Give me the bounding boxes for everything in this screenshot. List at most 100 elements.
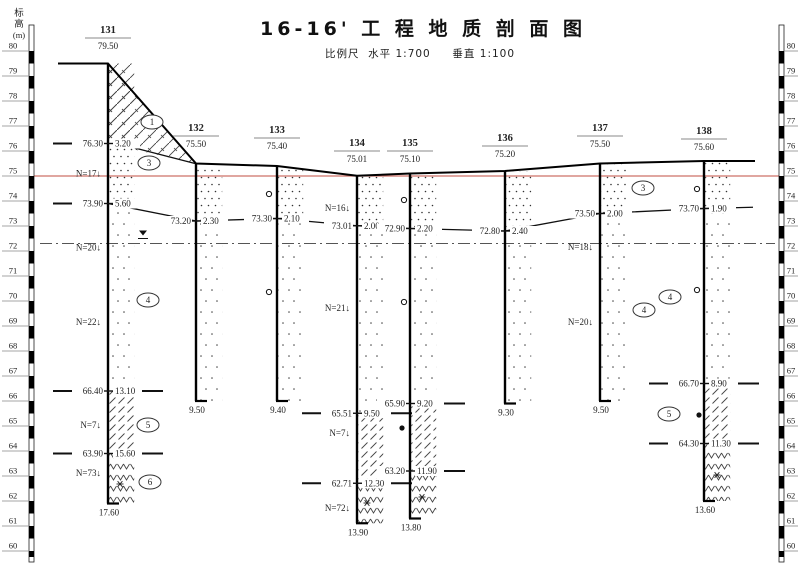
- borehole-surface-elev-136: 75.20: [495, 149, 516, 159]
- elevation-axis-left-tick-label: 75: [9, 166, 18, 176]
- borehole-id-134: 134: [349, 138, 366, 149]
- elevation-axis-left-rod-seg: [29, 101, 34, 114]
- stratum-pattern-131: [109, 63, 135, 144]
- elevation-axis-left-tick-label: 74: [9, 191, 18, 201]
- boundary-elev-mask: [377, 223, 406, 234]
- boundary-elev-mask: [163, 216, 192, 226]
- elevation-axis-left-rod-seg: [29, 51, 34, 64]
- layer-number-circle: [136, 292, 160, 308]
- spt-label-131: N=7↓: [80, 420, 101, 430]
- spt-label-134: N=21↓: [325, 303, 350, 313]
- layer-number-circle: [632, 302, 656, 318]
- elevation-axis-right-tick-label: 69: [787, 316, 796, 326]
- boundary-depth-label: 2.10: [284, 214, 300, 224]
- elevation-axis-left-rod-seg: [29, 276, 34, 289]
- elevation-axis-left-rod-seg: [29, 126, 34, 139]
- boundary-elev-mask: [671, 203, 700, 214]
- sample-marker-filled: [399, 425, 405, 431]
- stratum-pattern-138: [705, 161, 731, 209]
- axis-label: 标: [14, 7, 24, 19]
- stratum-pattern-138: [705, 443, 731, 501]
- elevation-axis-right-rod-seg: [779, 426, 784, 439]
- elevation-axis-left-rod-seg: [29, 376, 34, 389]
- elevation-axis-left-rod-seg: [29, 476, 34, 489]
- elevation-axis-left-rod-seg: [29, 351, 34, 364]
- boundary-elev-label: 63.90: [83, 449, 104, 459]
- boundary-elev-mask: [671, 378, 700, 389]
- boundary-depth-mask: [282, 213, 309, 224]
- elevation-axis-right-rod-seg: [779, 476, 784, 489]
- stratum-pattern-131: [109, 203, 135, 391]
- borehole-depth-label-132: 9.50: [189, 405, 205, 415]
- boundary-depth-label: 12.30: [364, 478, 385, 488]
- elevation-axis-left-tick-label: 79: [9, 66, 18, 76]
- boundary-depth-label: 13.10: [115, 386, 136, 396]
- stratum-pattern-131: [109, 453, 135, 504]
- rock-star-mark: [364, 499, 370, 507]
- elevation-axis-left-rod-seg: [29, 451, 34, 464]
- sample-marker-hollow: [400, 196, 408, 204]
- layer-number-text: 5: [667, 409, 672, 419]
- stratum-pattern-135: [411, 403, 437, 471]
- boundary-elev-label: 66.70: [679, 379, 700, 389]
- elevation-axis-left-rod-seg: [29, 251, 34, 264]
- elevation-axis-right-rod-seg: [779, 376, 784, 389]
- borehole-surface-elev-133: 75.40: [267, 141, 288, 151]
- elevation-axis-right-tick-label: 77: [787, 116, 796, 126]
- boundary-depth-label: 2.30: [203, 216, 219, 226]
- sample-marker-filled: [696, 412, 702, 418]
- elevation-axis-right-tick-label: 76: [787, 141, 796, 151]
- boundary-depth-mask: [415, 223, 442, 234]
- elevation-axis-right-tick-label: 80: [787, 41, 796, 51]
- elevation-axis-left-rod-seg: [29, 201, 34, 214]
- elevation-axis-right-tick-label: 75: [787, 166, 796, 176]
- elevation-axis-left-rod: [29, 25, 34, 562]
- borehole-depth-label-134: 13.90: [348, 527, 369, 537]
- boundary-elev-label: 65.51: [332, 408, 352, 418]
- layer-number-circle: [657, 406, 681, 422]
- spt-label-131: N=73↓: [76, 468, 101, 478]
- elevation-axis-right-tick-label: 64: [787, 441, 796, 451]
- borehole-depth-label-138: 13.60: [695, 505, 716, 515]
- elevation-axis-right-rod-seg: [779, 76, 784, 89]
- layer-number-text: 4: [668, 292, 673, 302]
- elevation-axis-right-rod-seg: [779, 101, 784, 114]
- boundary-depth-mask: [362, 408, 389, 419]
- borehole-surface-elev-132: 75.50: [186, 139, 207, 149]
- borehole-depth-label-131: 17.60: [99, 508, 120, 518]
- spt-label-131: N=20↓: [76, 242, 101, 252]
- stratum-pattern-135: [411, 173, 437, 229]
- boundary-depth-mask: [415, 398, 442, 409]
- borehole-id-136: 136: [497, 133, 513, 144]
- layer-number-text: 3: [641, 183, 646, 193]
- boundary-depth-mask: [113, 448, 140, 459]
- elevation-axis-left-tick-label: 76: [9, 141, 18, 151]
- stratum-pattern-134: [358, 483, 384, 524]
- borehole-surface-elev-135: 75.10: [400, 154, 421, 164]
- borehole-surface-elev-138: 75.60: [694, 142, 715, 152]
- boundary-depth-label: 11.90: [417, 466, 437, 476]
- elevation-axis-right-rod-seg: [779, 351, 784, 364]
- axis-label: 高: [14, 18, 24, 30]
- elevation-axis-right-tick-label: 63: [787, 466, 796, 476]
- boundary-elev-label: 63.20: [385, 466, 406, 476]
- stratum-pattern-138: [705, 383, 731, 444]
- elevation-axis-right-rod-seg: [779, 201, 784, 214]
- layer-number-text: 1: [150, 117, 155, 127]
- stratum-pattern-132: [197, 221, 223, 401]
- boundary-depth-label: 9.50: [364, 408, 380, 418]
- page-title: 16-16' 工 程 地 质 剖 面 图: [260, 18, 586, 40]
- boundary-elev-label: 73.30: [252, 214, 273, 224]
- boundary-depth-mask: [362, 478, 389, 489]
- boundary-elev-mask: [377, 398, 406, 409]
- stratum-pattern-131: [109, 143, 135, 204]
- borehole-id-132: 132: [188, 123, 204, 134]
- boundary-elev-label: 72.80: [480, 226, 501, 236]
- boundary-elev-mask: [324, 220, 353, 231]
- sample-marker-hollow: [265, 288, 273, 296]
- stratum-pattern-133: [278, 218, 304, 401]
- boundary-depth-mask: [362, 220, 389, 231]
- elevation-axis-right-rod-seg: [779, 151, 784, 164]
- borehole-id-137: 137: [592, 123, 608, 134]
- spt-label-137: N=18↓: [568, 242, 593, 252]
